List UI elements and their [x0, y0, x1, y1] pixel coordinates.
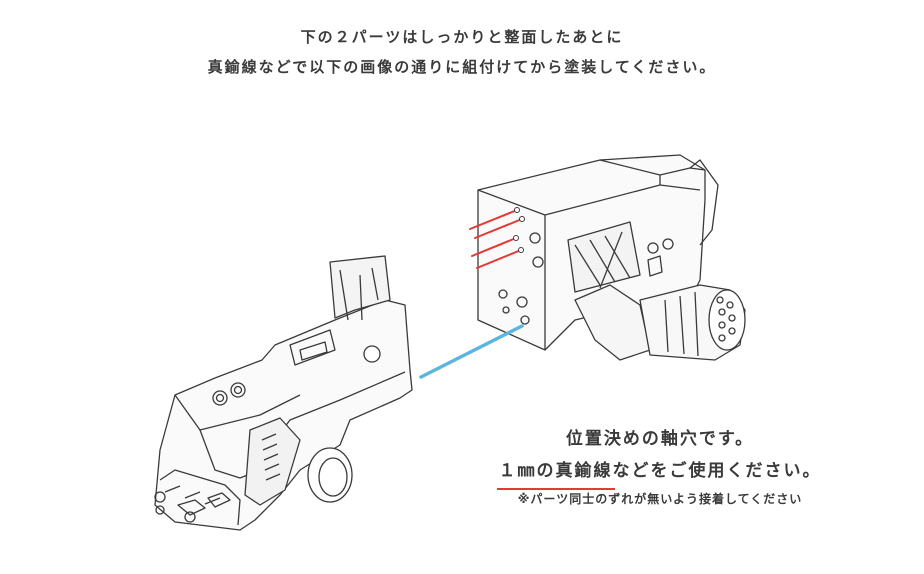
instruction-line-2: 真鍮線などで以下の画像の通りに組付けてから塗装してください。	[207, 58, 717, 76]
vent-slots	[261, 433, 281, 481]
right-part-drawing	[477, 154, 746, 361]
pin-1	[469, 209, 518, 230]
brass-wire-highlight: １㎜の真鍮線	[496, 454, 615, 490]
instruction-line-1: 下の２パーツはしっかりと整面したあとに	[300, 28, 624, 46]
pin-4	[476, 249, 522, 269]
pin-hole-3	[513, 235, 519, 241]
note-line-2-rest: などをご使用ください。	[612, 461, 822, 481]
instruction-header: 下の２パーツはしっかりと整面したあとに 真鍮線などで以下の画像の通りに組付けてか…	[0, 22, 924, 82]
pin-3	[471, 237, 517, 257]
pin-hole-1	[514, 207, 520, 213]
pin-hole-2	[519, 216, 525, 222]
leader-line	[419, 324, 524, 379]
lattice-window	[567, 221, 641, 293]
pin-2	[474, 218, 523, 239]
note-line-2: １㎜の真鍮線などをご使用ください。	[450, 454, 870, 490]
alignment-pins	[469, 209, 523, 269]
pin-hole-note: 位置決めの軸穴です。 １㎜の真鍮線などをご使用ください。 ※パーツ同士のずれが無…	[450, 424, 870, 510]
pin-hole-4	[518, 247, 524, 253]
grip-drawing	[574, 284, 746, 361]
note-line-1: 位置決めの軸穴です。	[565, 429, 755, 449]
note-line-3: ※パーツ同士のずれが無いよう接着してください	[517, 492, 803, 506]
left-part-drawing	[154, 255, 413, 531]
